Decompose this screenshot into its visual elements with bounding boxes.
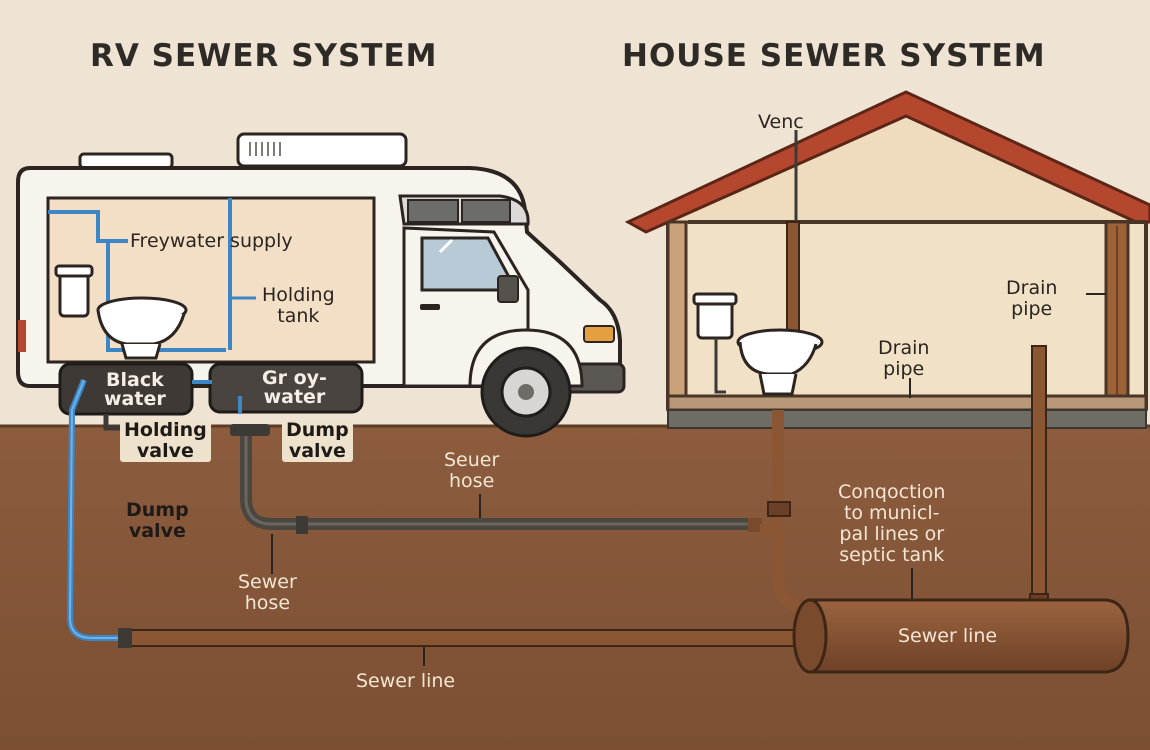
- house-system-title: HOUSE SEWER SYSTEM: [622, 38, 1046, 74]
- freshwater-pipe-2: [106, 241, 226, 352]
- house-toilet: [692, 292, 824, 396]
- main-sewer-line: [792, 598, 1130, 674]
- sewer-hose-upper-end: [748, 518, 762, 532]
- main-sewer-line-label: Sewer line: [898, 625, 998, 647]
- house-left-wall: [666, 220, 688, 412]
- rv-system-title: RV SEWER SYSTEM: [90, 38, 438, 74]
- rv-door-handle: [420, 304, 440, 310]
- rv-headlight: [583, 325, 615, 343]
- rv: [16, 132, 626, 438]
- vent-label: Venc: [758, 111, 804, 133]
- rv-ac-unit: [236, 132, 408, 168]
- sewer-line-bottom: [123, 629, 815, 647]
- rv-taillight: [18, 320, 26, 352]
- rv-roof-vent: [78, 152, 174, 170]
- grey-water-label: Gr oy-water: [262, 367, 327, 408]
- connection-label: Conqoction to municl- pal lines or septi…: [838, 481, 946, 566]
- black-water-tank: [58, 362, 194, 416]
- freshwater-supply-label: Freywater supply: [130, 230, 293, 252]
- house-foundation: [667, 409, 1147, 429]
- house: [624, 90, 1150, 429]
- right-drain-pipe: [1031, 345, 1047, 603]
- freshwater-pipe: [48, 210, 128, 243]
- ground: [0, 425, 1150, 750]
- sewer-hose-upper-coupler: [296, 516, 308, 534]
- rv-overhang-window-left: [407, 199, 459, 223]
- rv-interior: [46, 196, 376, 364]
- grey-water-tank: [208, 362, 364, 414]
- rv-overhang-window-right: [461, 199, 511, 223]
- rv-side-mirror: [497, 275, 519, 303]
- house-floor: [666, 394, 1148, 412]
- grey-dump-valve: [230, 424, 270, 436]
- house-drain-coupler: [767, 501, 791, 517]
- sewer-line-bottom-coupler: [118, 628, 132, 648]
- black-valve-pipe: [103, 414, 124, 431]
- rv-toilet: [54, 264, 188, 360]
- rv-front-wheel: [468, 328, 584, 438]
- sewer-line-bottom-label: Sewer line: [356, 670, 456, 692]
